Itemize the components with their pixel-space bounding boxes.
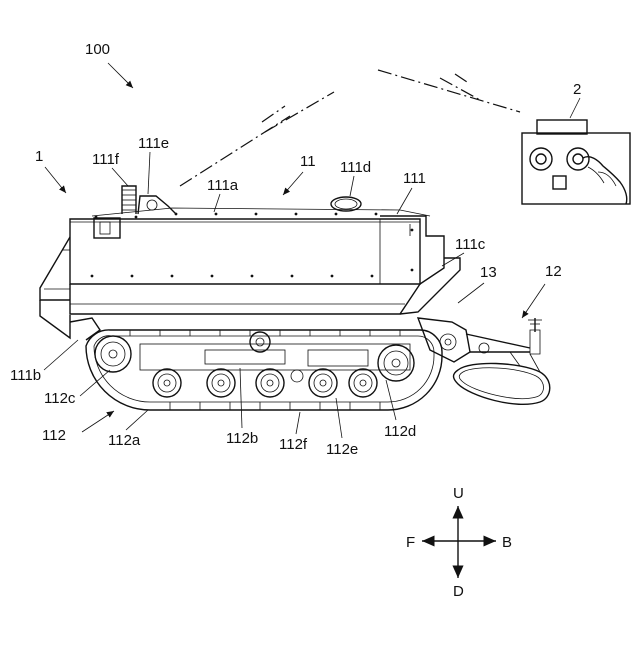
label-hatch: 111d — [340, 159, 371, 176]
vehicle-body — [40, 197, 460, 338]
label-vehicle: 1 — [35, 148, 43, 165]
label-attachment: 12 — [545, 263, 562, 280]
label-fin-cover: 111f — [92, 151, 120, 168]
label-system: 100 — [85, 41, 110, 58]
label-idler: 112d — [384, 423, 416, 440]
direction-front: F — [406, 534, 415, 551]
direction-up: U — [453, 485, 464, 502]
label-top-panel: 111a — [207, 177, 239, 194]
label-controller: 2 — [573, 81, 581, 98]
label-front-lower: 111b — [10, 367, 41, 384]
label-body: 11 — [300, 153, 316, 170]
label-antenna: 111e — [138, 135, 169, 152]
rear-attachment — [418, 318, 550, 404]
direction-down: D — [453, 583, 464, 600]
label-rear-lower: 111c — [455, 236, 486, 253]
label-crawler: 112 — [42, 427, 66, 444]
label-track-guard: 112f — [279, 436, 308, 453]
direction-compass — [422, 506, 496, 578]
label-connector: 13 — [480, 264, 497, 281]
label-drive-wheel: 112c — [44, 390, 76, 407]
remote-controller — [522, 120, 630, 204]
antenna-assembly — [122, 186, 176, 214]
label-road-wheel: 112e — [326, 441, 358, 458]
direction-back: B — [502, 534, 512, 551]
label-cover: 111 — [403, 170, 426, 187]
label-track: 112a — [108, 432, 141, 449]
crawler-unit — [70, 318, 442, 410]
label-frame: 112b — [226, 430, 258, 447]
